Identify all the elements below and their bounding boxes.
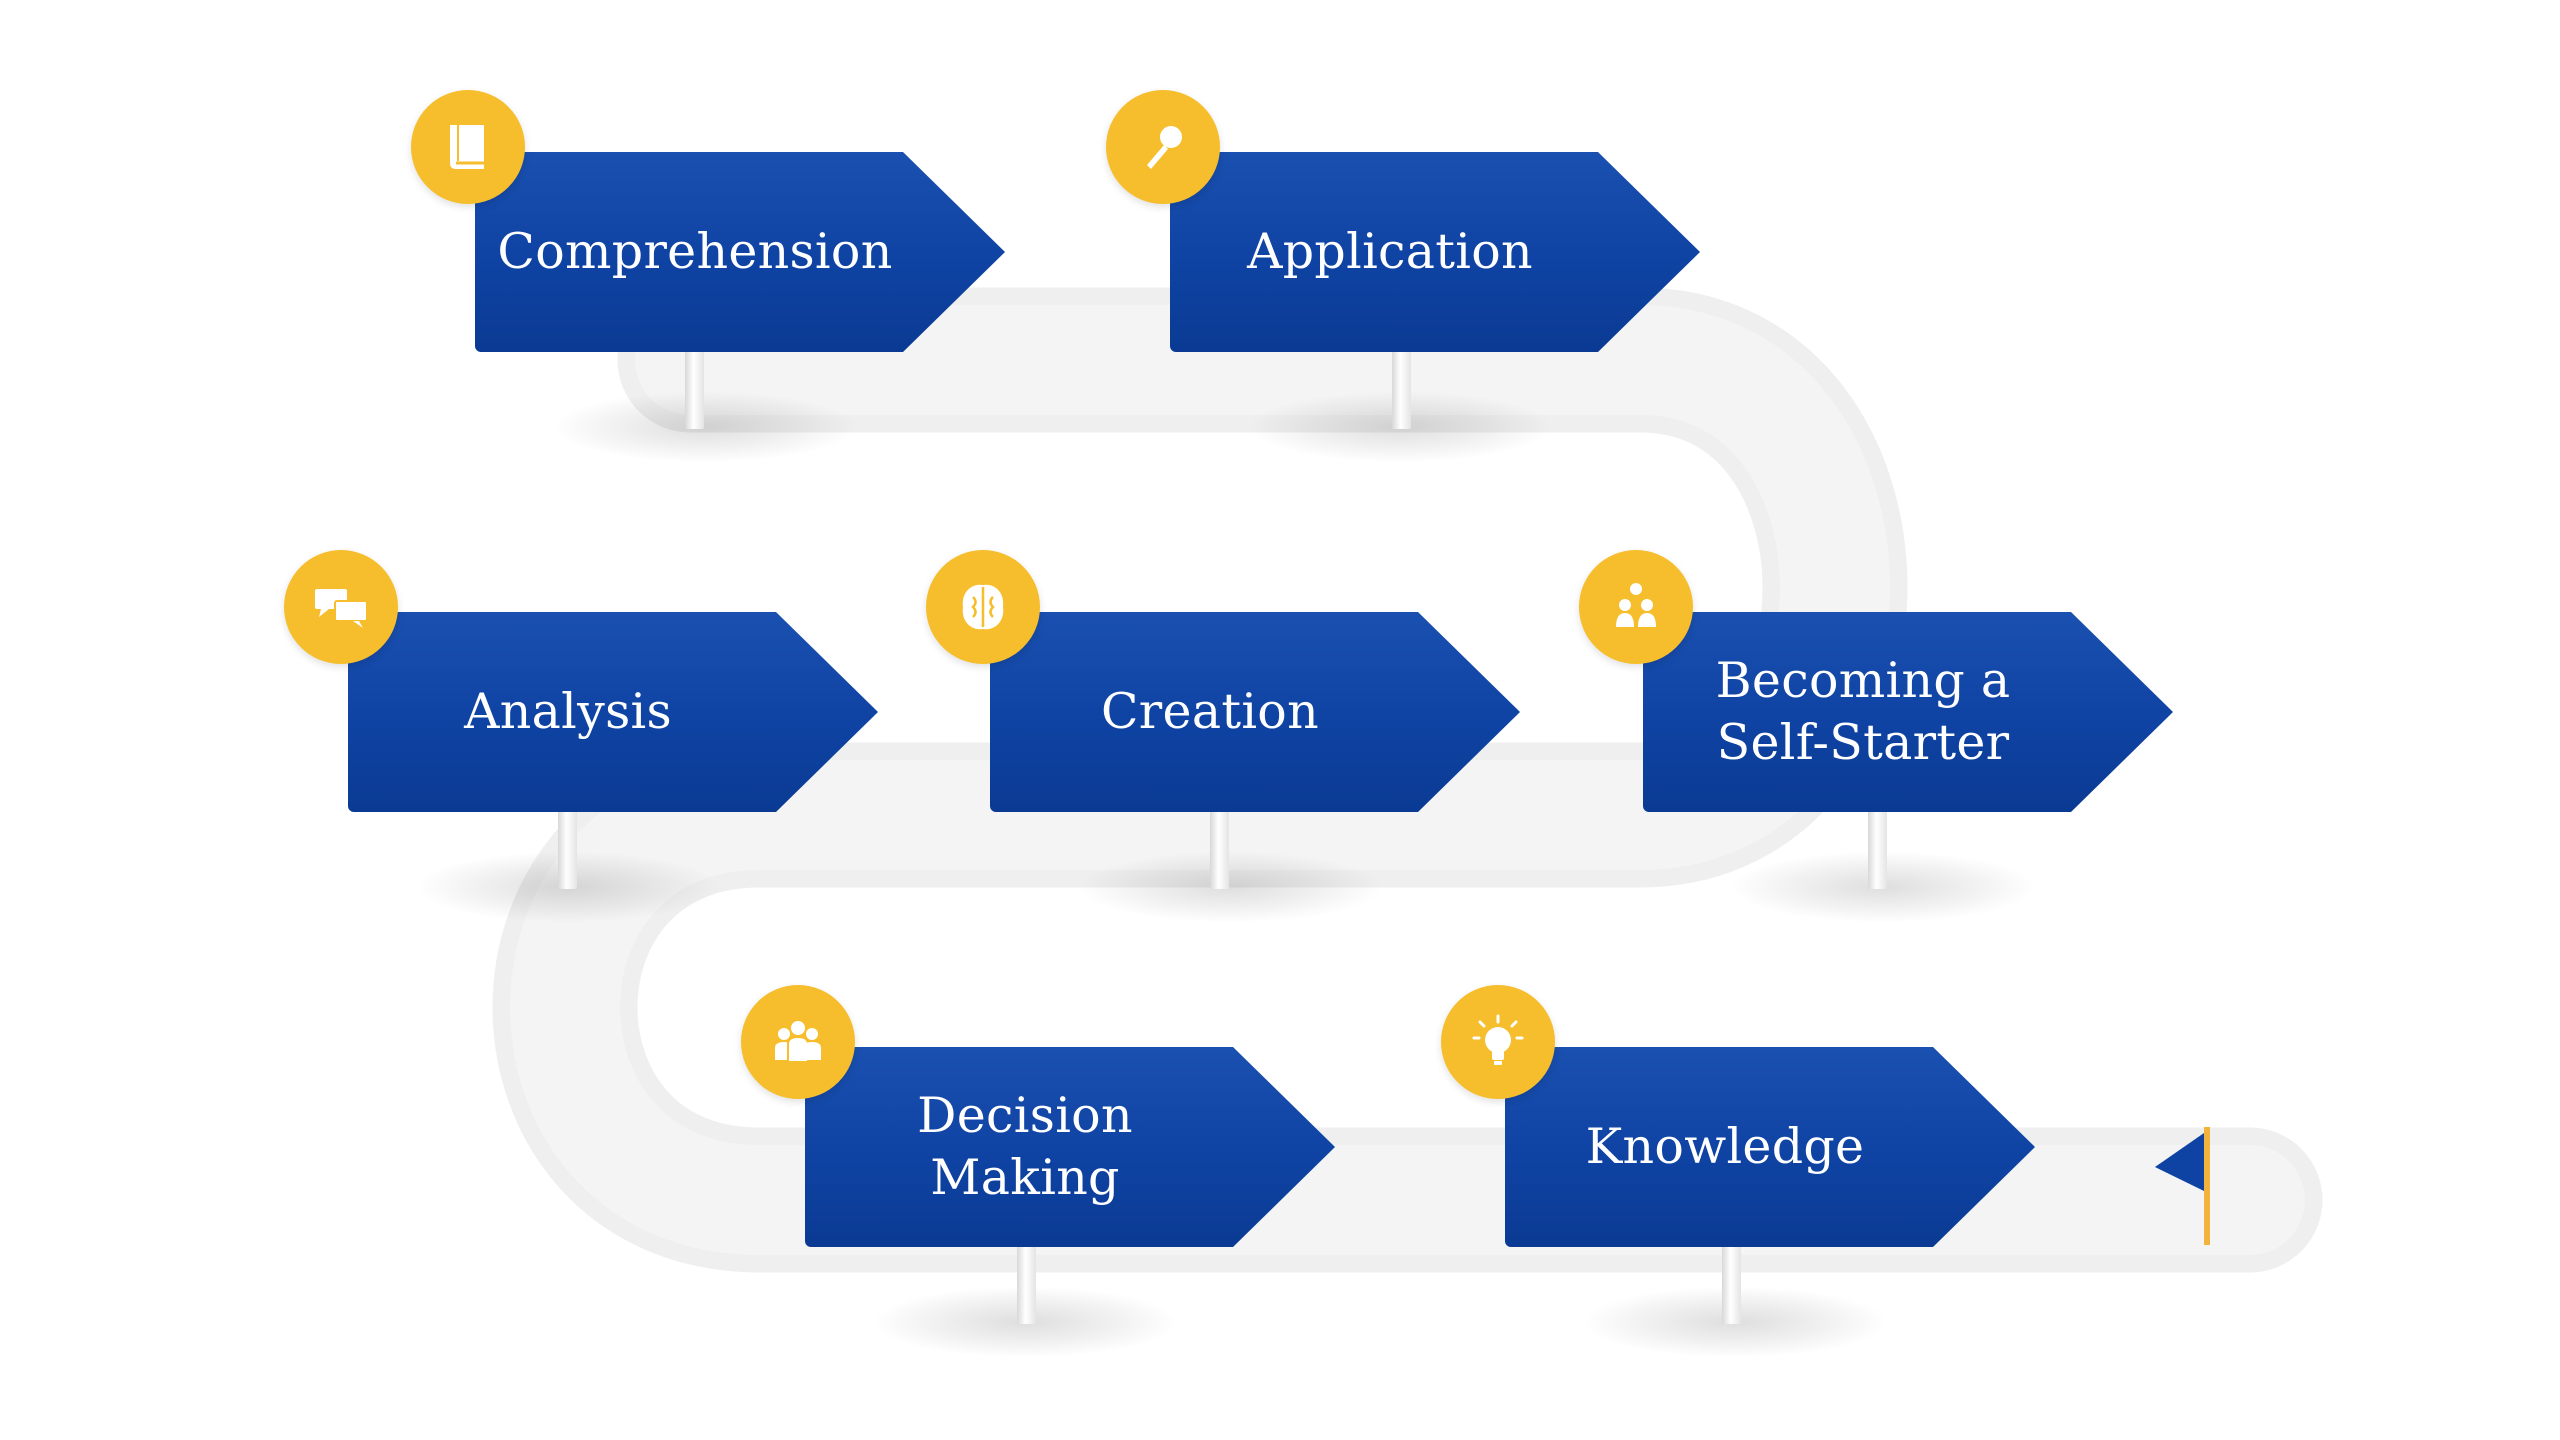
step-label-line: Comprehension: [497, 223, 893, 280]
arrow-sign: [475, 152, 1005, 352]
arrow-sign: [990, 612, 1520, 812]
sign-post: [1210, 807, 1229, 889]
step-label: Becoming a Self-Starter: [1643, 612, 2083, 812]
sign-post: [558, 807, 577, 889]
book-icon: [411, 90, 525, 204]
step-label-line: Application: [1247, 223, 1533, 280]
arrow-sign: [348, 612, 878, 812]
arrow-sign: [1643, 612, 2173, 812]
microphone-icon: [1106, 90, 1220, 204]
step-label: Decision Making: [805, 1047, 1245, 1247]
step-label: Application: [1170, 152, 1610, 352]
sign-post: [1722, 1242, 1741, 1324]
step-label: Creation: [990, 612, 1430, 812]
step-comprehension: Comprehension: [411, 90, 1005, 462]
step-analysis: Analysis: [284, 550, 878, 922]
speech-bubbles-icon: [284, 550, 398, 664]
step-decision-making: Decision Making: [741, 985, 1335, 1357]
step-knowledge: Knowledge: [1441, 985, 2035, 1357]
step-becoming-a-self-starter: Becoming a Self-Starter: [1579, 550, 2173, 922]
step-label: Analysis: [348, 612, 788, 812]
team-icon: [741, 985, 855, 1099]
step-label-line: Knowledge: [1585, 1118, 1865, 1175]
flag-icon: [2155, 1127, 2210, 1245]
step-label-line: Analysis: [464, 683, 672, 740]
sign-post: [1017, 1242, 1036, 1324]
step-creation: Creation: [926, 550, 1520, 922]
step-label-line: Decision: [917, 1087, 1133, 1144]
lightbulb-icon: [1441, 985, 1555, 1099]
post-shadow: [1080, 852, 1380, 922]
step-label-line: Self-Starter: [1716, 714, 2010, 771]
brain-icon: [926, 550, 1040, 664]
step-label: Knowledge: [1505, 1047, 1945, 1247]
step-label-line: Becoming a: [1715, 652, 2011, 709]
people-group-icon: [1579, 550, 1693, 664]
arrow-sign: [1170, 152, 1700, 352]
step-label: Comprehension: [475, 152, 915, 352]
arrow-sign: [805, 1047, 1335, 1247]
step-label-line: Making: [930, 1149, 1120, 1206]
step-label-line: Creation: [1101, 683, 1319, 740]
step-application: Application: [1106, 90, 1700, 462]
post-shadow: [555, 392, 855, 462]
sign-post: [1392, 347, 1411, 429]
arrow-sign: [1505, 1047, 2035, 1247]
sign-post: [685, 347, 704, 429]
sign-post: [1868, 807, 1887, 889]
